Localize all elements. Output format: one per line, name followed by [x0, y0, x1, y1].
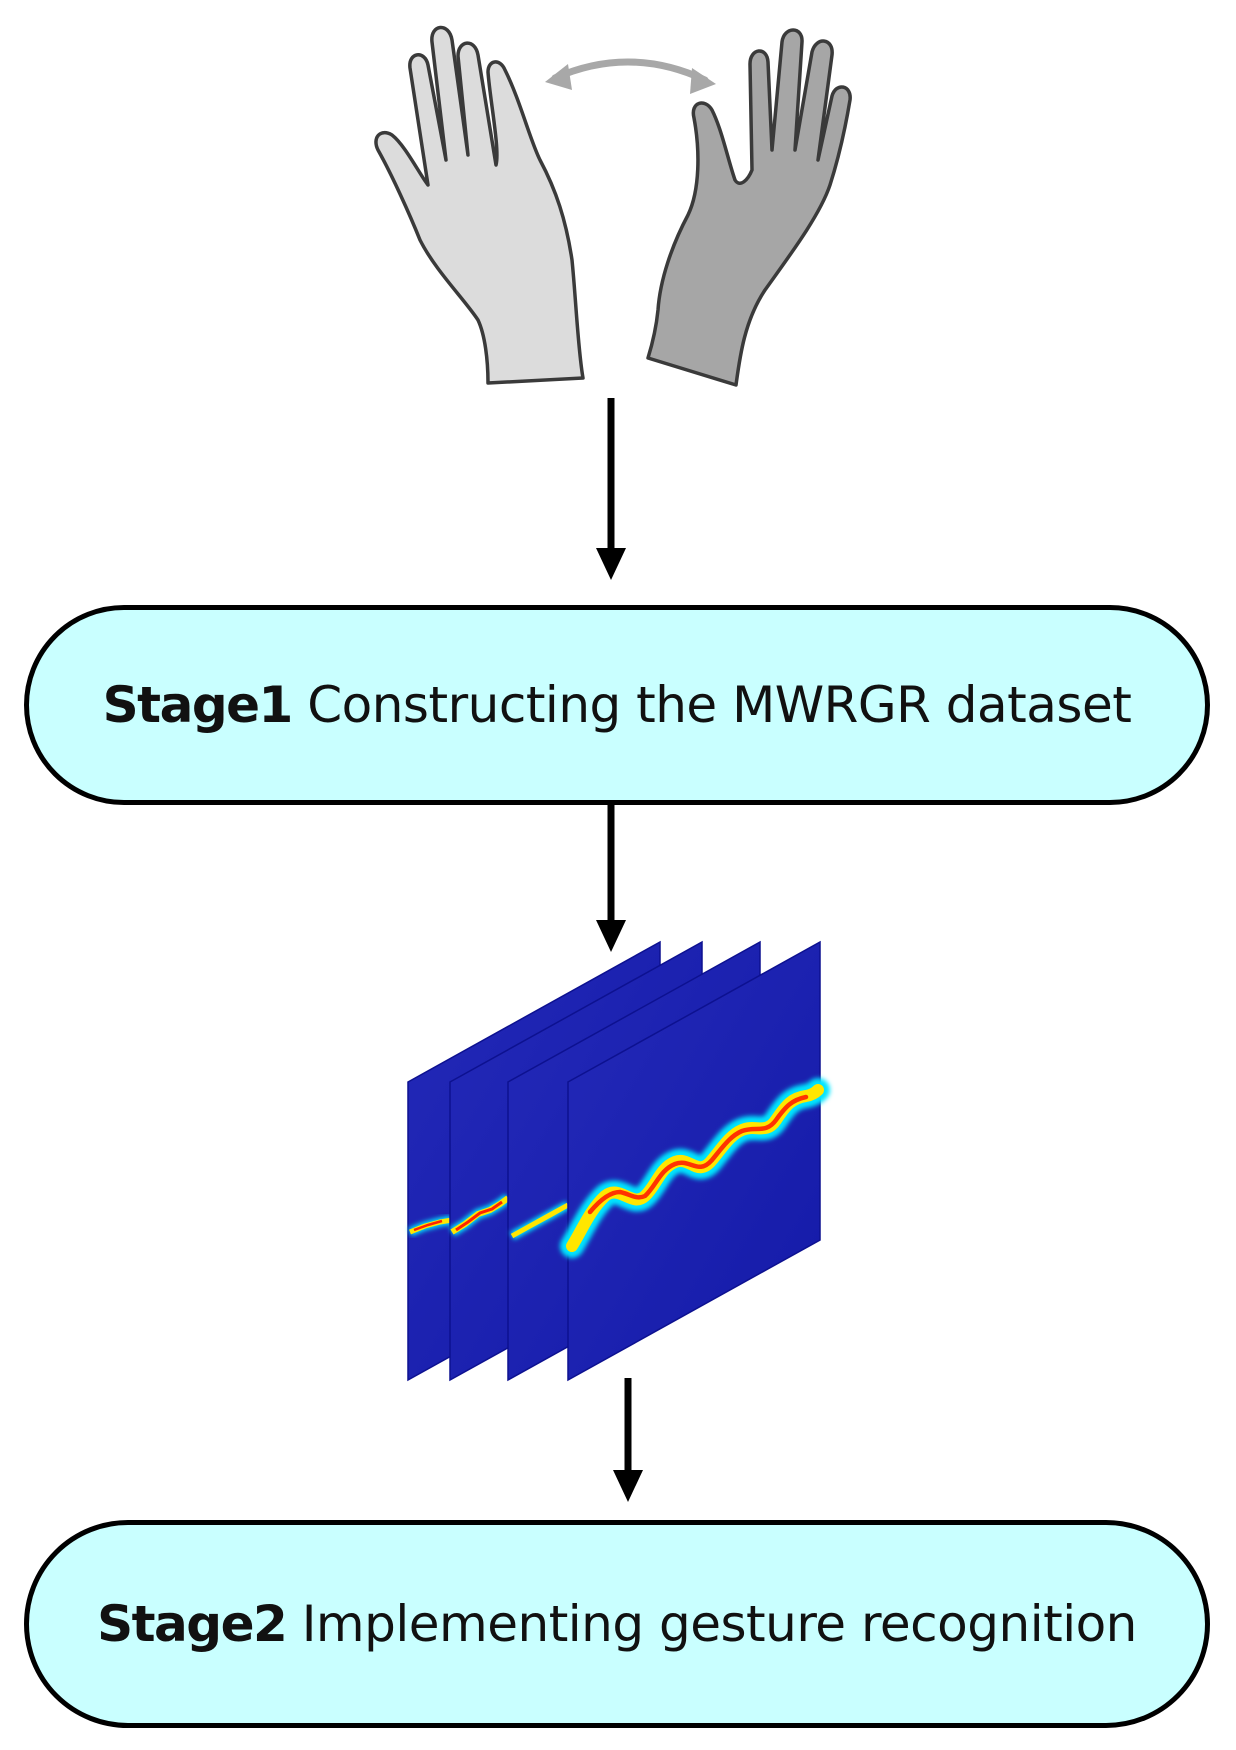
- stage2-description: Implementing gesture recognition: [301, 1595, 1138, 1653]
- stage1-description: Constructing the MWRGR dataset: [307, 676, 1132, 734]
- hands-gesture-illustration: [374, 25, 852, 387]
- left-hand-icon: [374, 25, 585, 385]
- stage2-label: Stage2: [97, 1595, 288, 1653]
- swing-arrow-icon: [545, 58, 716, 94]
- stage1-box: Stage1 Constructing the MWRGR dataset: [24, 605, 1210, 805]
- stage2-box: Stage2 Implementing gesture recognition: [24, 1520, 1210, 1728]
- right-hand-icon: [646, 28, 852, 387]
- stage1-label: Stage1: [102, 676, 294, 734]
- spectrogram-panel-4: [560, 940, 830, 1382]
